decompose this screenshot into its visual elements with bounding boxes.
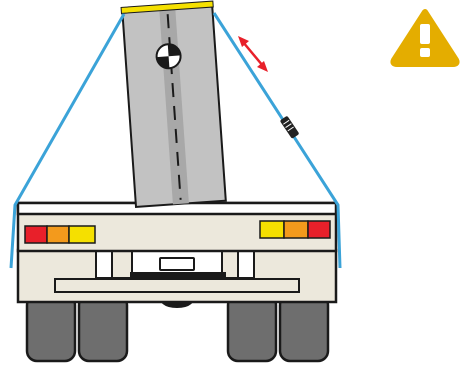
tail-light-right-2	[284, 221, 308, 238]
tail-light-left-2	[47, 226, 69, 243]
strap-tensioner	[280, 116, 300, 139]
tail-light-left-3	[69, 226, 95, 243]
gap-indicator-icon	[238, 36, 268, 72]
frame-left-notch	[96, 250, 112, 278]
tail-light-right-3	[308, 221, 330, 238]
truck-rear	[18, 203, 336, 302]
underride-bar	[55, 279, 299, 292]
tail-light-left-1	[25, 226, 47, 243]
tire-left-outer	[27, 295, 75, 361]
license-plate	[160, 258, 194, 270]
warning-bar	[420, 24, 430, 44]
tire-right-inner	[228, 295, 276, 361]
crash-test-target-icon	[156, 43, 182, 69]
warning-icon	[393, 12, 456, 64]
warning-dot	[420, 48, 430, 57]
tire-right-outer	[280, 295, 328, 361]
tire-left-inner	[79, 295, 127, 361]
tail-lights-left	[25, 226, 95, 243]
frame-right-notch	[238, 250, 254, 278]
tail-light-right-1	[260, 221, 284, 238]
tilted-load	[121, 1, 227, 207]
frame-left-post	[112, 250, 132, 278]
tensioner-body	[280, 116, 300, 139]
tail-lights-right	[260, 221, 330, 238]
